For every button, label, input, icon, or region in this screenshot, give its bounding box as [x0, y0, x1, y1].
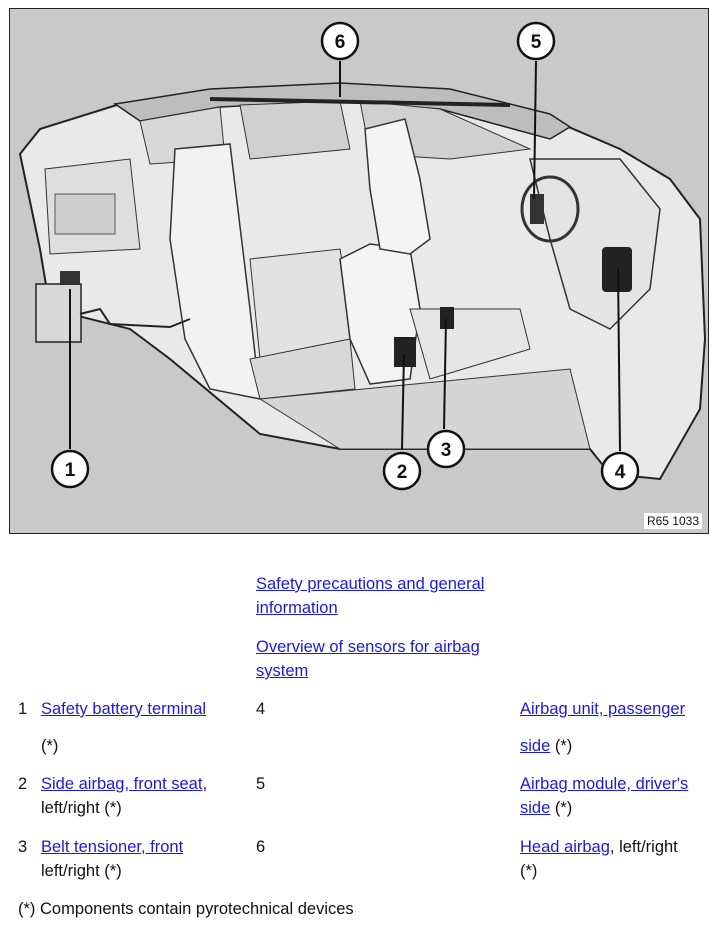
car-interior-illustration: 1 2 3 4 5 6 R65 1033: [9, 8, 709, 534]
callout-5-label: 5: [531, 32, 542, 53]
legend-num-4: 4: [256, 700, 266, 718]
legend-item-4: Airbag unit, passenger: [520, 697, 685, 721]
legend-item-4-suffix: (*): [550, 737, 573, 755]
link-airbag-unit-passenger-side[interactable]: side: [520, 737, 551, 755]
callout-4-label: 4: [615, 462, 626, 483]
legend-item-2: Side airbag, front seat,: [41, 772, 207, 796]
legend-num-1: 1: [18, 700, 28, 718]
legend-item-4-line2: side (*): [520, 734, 572, 758]
link-airbag-module-driver[interactable]: Airbag module, driver's: [520, 775, 689, 793]
car-cutaway-drawing: 1 2 3 4 5 6: [18, 21, 707, 491]
legend-num-2: 2: [18, 775, 28, 793]
legend-item-6: Head airbag, left/right: [520, 835, 678, 859]
callout-3: [426, 429, 466, 469]
legend-item-6-note: (*): [520, 862, 538, 880]
legend-num-5: 5: [256, 775, 266, 793]
legend-item-2-suffix: ,: [202, 775, 208, 793]
link-sensors-overview[interactable]: Overview of sensors for airbag system: [256, 638, 480, 680]
callout-3-label: 3: [441, 440, 452, 461]
callout-1: [50, 449, 90, 489]
link-belt-tensioner-front[interactable]: Belt tensioner, front: [41, 838, 184, 856]
related-links: Safety precautions and general informati…: [256, 572, 536, 698]
link-airbag-unit-passenger[interactable]: Airbag unit, passenger: [520, 700, 686, 718]
legend-item-5-suffix: (*): [550, 799, 573, 817]
legend-num-6: 6: [256, 838, 266, 856]
legend-num-3: 3: [18, 838, 28, 856]
legend-item-5: Airbag module, driver's: [520, 772, 688, 796]
link-head-airbag[interactable]: Head airbag: [520, 838, 610, 856]
legend-item-2-note: left/right (*): [41, 799, 122, 817]
callout-1-label: 1: [65, 460, 76, 481]
link-side-airbag-front-seat[interactable]: Side airbag, front seat: [41, 775, 203, 793]
link-safety-precautions[interactable]: Safety precautions and general informati…: [256, 575, 485, 617]
legend-item-6-suffix: , left/right: [609, 838, 678, 856]
figure-code: R65 1033: [643, 513, 702, 529]
callout-6-label: 6: [335, 32, 346, 53]
callout-6: [320, 21, 360, 61]
legend-item-3: Belt tensioner, front: [41, 835, 183, 859]
link-airbag-module-driver-side[interactable]: side: [520, 799, 551, 817]
legend-item-1: Safety battery terminal: [41, 697, 206, 721]
callout-2-label: 2: [397, 462, 408, 483]
link-safety-battery-terminal[interactable]: Safety battery terminal: [41, 700, 207, 718]
callout-2: [382, 451, 422, 491]
callout-5: [516, 21, 556, 61]
legend-item-3-note: left/right (*): [41, 862, 122, 880]
legend-item-5-line2: side (*): [520, 796, 572, 820]
footnote: (*) Components contain pyrotechnical dev…: [18, 900, 354, 918]
callout-4: [600, 451, 640, 491]
legend-item-1-note: (*): [41, 737, 59, 755]
